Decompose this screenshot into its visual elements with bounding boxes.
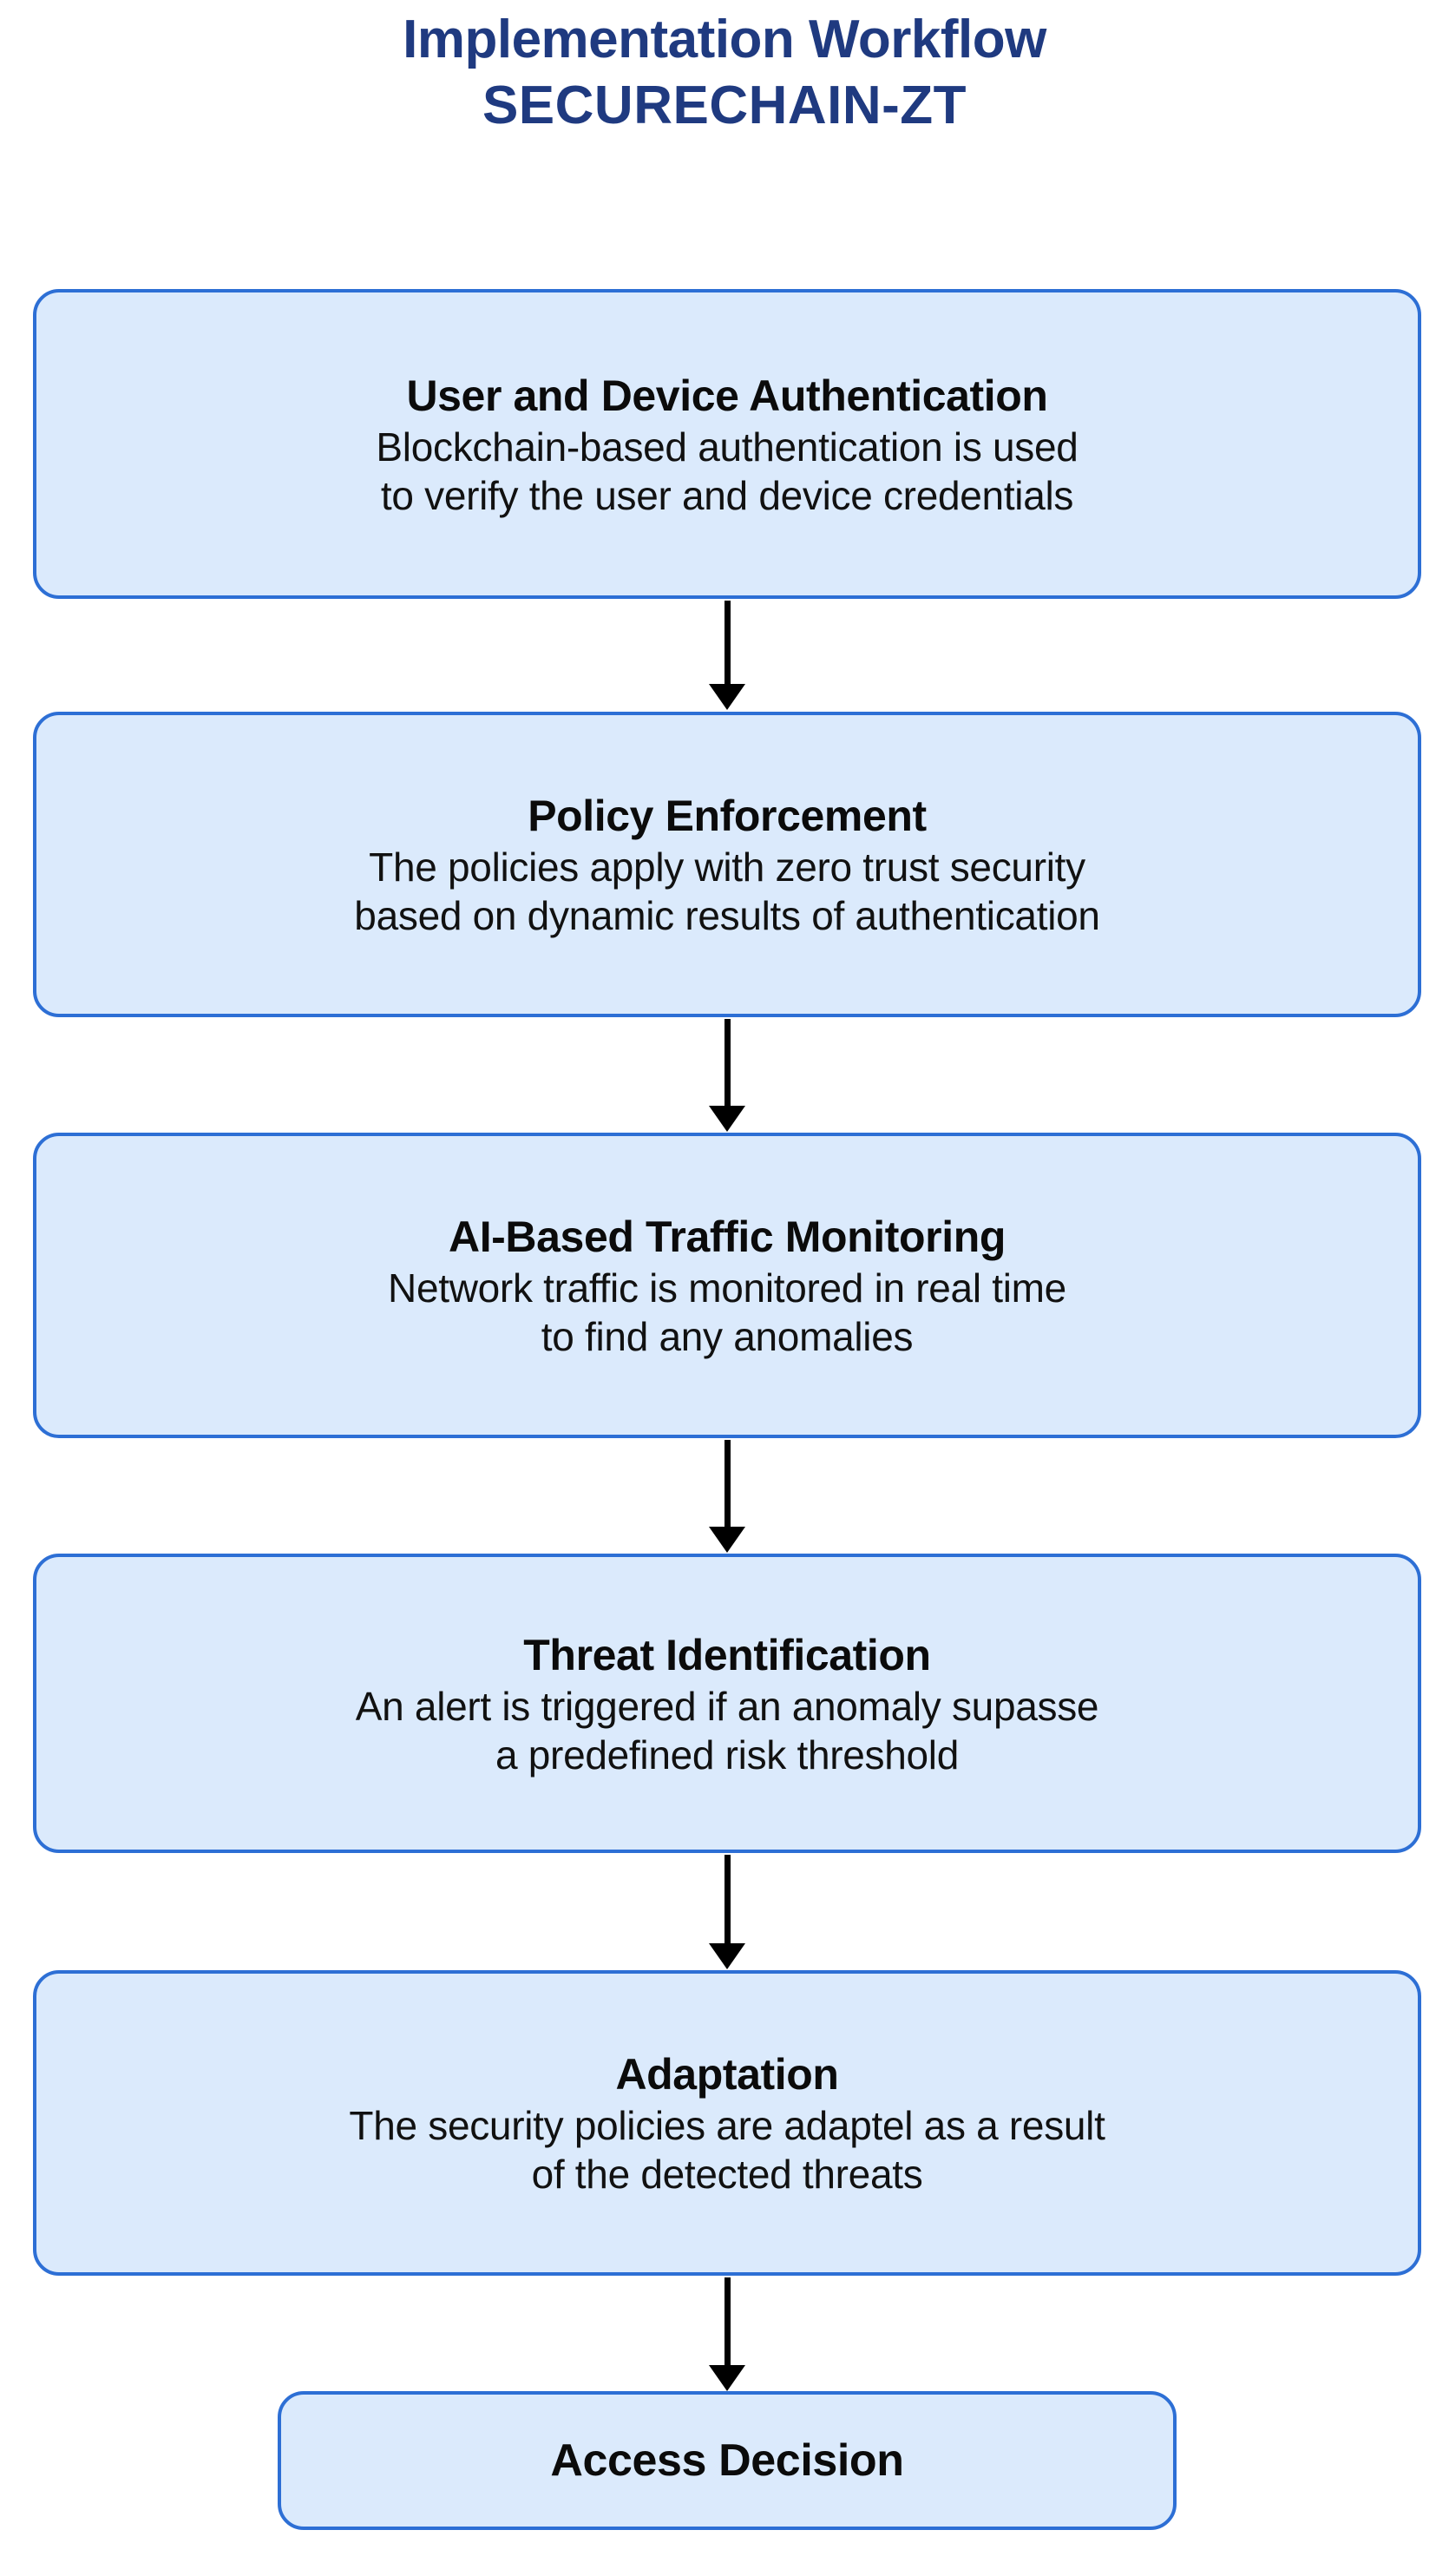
node-desc-line-1: An alert is triggered if an anomaly supa… — [355, 1683, 1099, 1729]
arrow-shaft — [724, 601, 731, 684]
node-desc-line-2: a predefined risk threshold — [495, 1732, 959, 1778]
arrow-shaft — [724, 1440, 731, 1527]
flow-arrow-2 — [709, 1019, 745, 1132]
node-desc-line-1: Network traffic is monitored in real tim… — [388, 1265, 1066, 1311]
arrow-head-icon — [709, 1106, 745, 1132]
flow-node-access-decision[interactable]: Access Decision — [278, 2391, 1177, 2530]
node-title: Policy Enforcement — [528, 792, 927, 840]
node-title: Access Decision — [550, 2435, 904, 2486]
node-desc-line-1: The security policies are adaptel as a r… — [349, 2103, 1105, 2148]
flow-arrow-5 — [709, 2277, 745, 2391]
node-desc-line-2: of the detected threats — [531, 2152, 923, 2197]
arrow-head-icon — [709, 2365, 745, 2391]
node-title: Threat Identification — [523, 1630, 931, 1679]
arrow-shaft — [724, 1855, 731, 1943]
node-title: AI-Based Traffic Monitoring — [448, 1212, 1006, 1261]
arrow-shaft — [724, 1019, 731, 1106]
page-title: Implementation Workflow SECURECHAIN-ZT — [0, 7, 1449, 139]
arrow-head-icon — [709, 1527, 745, 1553]
flow-node-policy-enforcement[interactable]: Policy Enforcement The policies apply wi… — [33, 712, 1421, 1017]
arrow-shaft — [724, 2277, 731, 2365]
flow-arrow-1 — [709, 601, 745, 710]
arrow-head-icon — [709, 1943, 745, 1969]
node-desc-line-2: based on dynamic results of authenticati… — [354, 893, 1100, 938]
flow-node-adaptation[interactable]: Adaptation The security policies are ada… — [33, 1970, 1421, 2276]
title-line-1: Implementation Workflow — [403, 10, 1046, 69]
flow-arrow-3 — [709, 1440, 745, 1553]
flow-arrow-4 — [709, 1855, 745, 1969]
node-desc-line-2: to find any anomalies — [541, 1314, 914, 1359]
node-desc-line-1: Blockchain-based authentication is used — [376, 424, 1079, 470]
node-title: User and Device Authentication — [406, 371, 1048, 420]
flow-node-user-and-device-authentication[interactable]: User and Device Authentication Blockchai… — [33, 289, 1421, 599]
node-desc-line-1: The policies apply with zero trust secur… — [369, 844, 1085, 890]
flow-node-threat-identification[interactable]: Threat Identification An alert is trigge… — [33, 1554, 1421, 1853]
arrow-head-icon — [709, 684, 745, 710]
title-line-2: SECURECHAIN-ZT — [482, 76, 967, 135]
flow-node-ai-based-traffic-monitoring[interactable]: AI-Based Traffic Monitoring Network traf… — [33, 1133, 1421, 1438]
node-desc-line-2: to verify the user and device credential… — [380, 472, 1074, 518]
node-title: Adaptation — [615, 2050, 839, 2099]
